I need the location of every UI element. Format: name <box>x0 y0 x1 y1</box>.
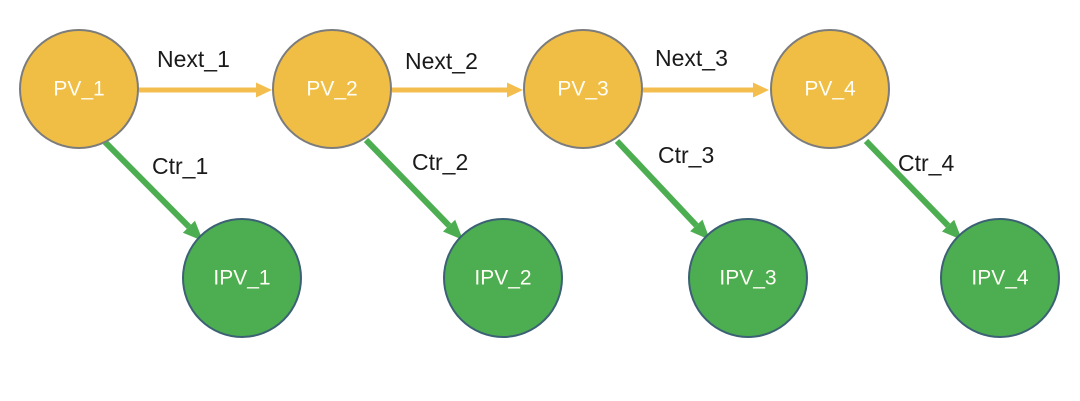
edge-next2[interactable] <box>392 82 523 98</box>
node-shape-ipv3 <box>688 218 808 338</box>
edge-label-next3: Next_3 <box>655 45 728 71</box>
node-pv2[interactable]: PV_2 <box>272 29 392 149</box>
node-ipv3[interactable]: IPV_3 <box>688 218 808 338</box>
edge-label-ctr3: Ctr_3 <box>658 142 714 168</box>
node-shape-pv3 <box>523 29 643 149</box>
node-shape-ipv1 <box>182 218 302 338</box>
edge-next1[interactable] <box>139 82 272 98</box>
edge-label-ctr2: Ctr_2 <box>412 149 468 175</box>
node-ipv1[interactable]: IPV_1 <box>182 218 302 338</box>
node-ipv2[interactable]: IPV_2 <box>443 218 563 338</box>
edge-label-next2: Next_2 <box>405 48 478 74</box>
edge-arrowhead-ctr4 <box>941 219 962 240</box>
node-label-pv2: PV_2 <box>306 78 357 101</box>
node-label-pv3: PV_3 <box>557 78 608 101</box>
node-label-pv1: PV_1 <box>53 78 104 101</box>
edge-next3[interactable] <box>643 82 769 98</box>
edge-arrowhead-next1 <box>256 82 272 98</box>
edge-arrowhead-next3 <box>753 82 769 98</box>
node-label-ipv2: IPV_2 <box>474 267 531 290</box>
node-shape-pv4 <box>770 29 890 149</box>
edge-arrowhead-ctr1 <box>182 220 203 241</box>
node-label-ipv4: IPV_4 <box>971 267 1029 290</box>
node-label-ipv1: IPV_1 <box>213 267 270 290</box>
node-shape-ipv4 <box>940 218 1060 338</box>
node-shape-ipv2 <box>443 218 563 338</box>
edge-ctr1[interactable] <box>102 139 203 241</box>
node-label-ipv3: IPV_3 <box>719 267 776 290</box>
edge-shaft-ctr3 <box>614 138 699 228</box>
node-pv4[interactable]: PV_4 <box>770 29 890 149</box>
edge-ctr3[interactable] <box>614 138 710 240</box>
node-pv3[interactable]: PV_3 <box>523 29 643 149</box>
edge-shaft-ctr1 <box>102 139 192 229</box>
edges-layer <box>102 82 962 241</box>
edge-arrowhead-ctr2 <box>442 219 463 240</box>
edge-shaft-ctr2 <box>363 137 452 228</box>
node-ipv4[interactable]: IPV_4 <box>940 218 1060 338</box>
edge-arrowhead-next2 <box>507 82 523 98</box>
edge-label-ctr4: Ctr_4 <box>898 150 954 176</box>
node-shape-pv2 <box>272 29 392 149</box>
edge-ctr4[interactable] <box>863 138 962 240</box>
edge-ctr2[interactable] <box>363 137 463 240</box>
node-pv1[interactable]: PV_1 <box>19 29 139 149</box>
edge-arrowhead-ctr3 <box>690 219 710 240</box>
node-label-pv4: PV_4 <box>804 78 856 101</box>
node-shape-pv1 <box>19 29 139 149</box>
edge-label-next1: Next_1 <box>157 46 230 72</box>
edge-label-ctr1: Ctr_1 <box>152 153 208 179</box>
edge-shaft-ctr4 <box>863 138 951 228</box>
